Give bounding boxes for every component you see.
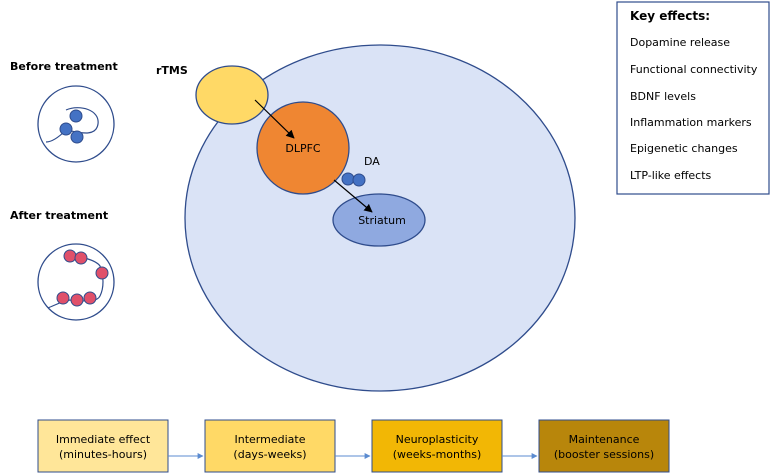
timeline-stage-1-box [37,419,169,473]
before-dot-1 [69,109,83,123]
after-dot-6 [56,291,70,305]
before-neuron-circle [37,85,115,163]
timeline-stage-1-line1: Immediate effect [56,433,151,446]
after-dot-4 [83,291,97,305]
before-strand [45,107,99,143]
dopamine-dot-1 [341,172,355,186]
rtms-to-dlpfc-arrow [254,99,295,139]
key-effect-item: Dopamine release [630,36,730,49]
after-dot-5 [70,293,84,307]
after-dot-3 [95,266,109,280]
timeline-stage-1-line2: (minutes-hours) [59,448,147,461]
after-treatment-label: After treatment [10,209,108,222]
after-dot-1 [63,249,77,263]
da-label: DA [364,155,380,168]
timeline-stage-3-box [371,419,503,473]
before-dot-3 [70,130,84,144]
timeline-stage-3-line2: (weeks-months) [393,448,482,461]
key-effect-item: Functional connectivity [630,63,758,76]
key-effect-item: LTP-like effects [630,169,712,182]
timeline-stage-4-box [538,419,670,473]
timeline-stage-2-box [204,419,336,473]
before-dot-2 [59,122,73,136]
key-effect-item: Inflammation markers [630,116,752,129]
before-treatment-label: Before treatment [10,60,118,73]
timeline: Immediate effect (minutes-hours) Interme… [37,419,670,473]
timeline-stage-4-line2: (booster sessions) [554,448,654,461]
dlpfc-label: DLPFC [285,142,321,155]
dlpfc-to-striatum-arrow [333,179,373,213]
rtms-coil [195,65,269,125]
striatum-node [332,193,426,247]
timeline-stage-2-line1: Intermediate [235,433,306,446]
key-effects-title: Key effects: [630,9,710,23]
after-dot-2 [74,251,88,265]
striatum-label: Striatum [358,214,406,227]
key-effect-item: Epigenetic changes [630,142,738,155]
dopamine-dot-2 [352,173,366,187]
key-effect-item: BDNF levels [630,90,696,103]
rtms-label: rTMS [156,64,188,77]
key-effects-box [616,1,770,195]
timeline-stage-3-line1: Neuroplasticity [396,433,479,446]
timeline-stage-2-line2: (days-weeks) [233,448,306,461]
timeline-stage-4-line1: Maintenance [569,433,640,446]
